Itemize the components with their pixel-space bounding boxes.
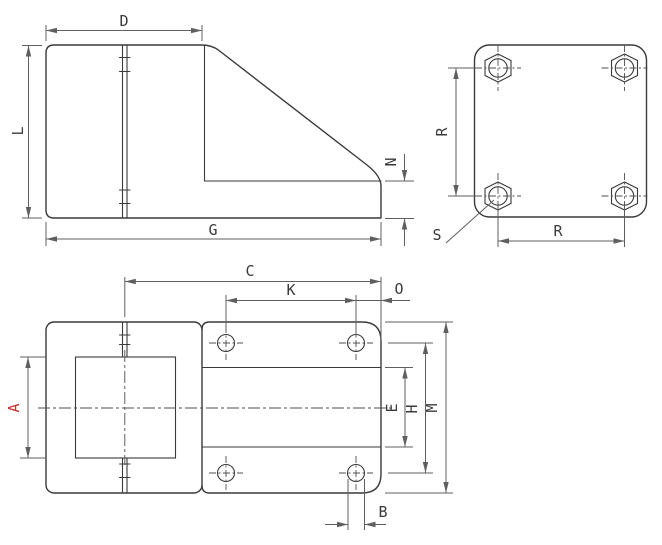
dim-label-O: O bbox=[394, 280, 403, 298]
dim-g-extension-lines bbox=[45, 222, 382, 246]
hole-bottom-left bbox=[209, 456, 243, 490]
dim-r-vertical-extension-lines bbox=[448, 67, 477, 197]
dim-label-B: B bbox=[378, 503, 387, 521]
dim-label-E: E bbox=[383, 403, 401, 412]
top-view: R R S bbox=[432, 44, 648, 247]
hex-bolt-top-right bbox=[601, 45, 648, 91]
dim-b-extension-lines bbox=[347, 479, 365, 530]
plan-view-slot-ticks bbox=[118, 334, 131, 479]
dim-l-extension-lines bbox=[22, 45, 42, 219]
hole-top-left bbox=[209, 326, 243, 360]
dim-m-extension-lines bbox=[385, 321, 453, 494]
dim-label-M: M bbox=[423, 403, 441, 412]
dim-a-extension-lines bbox=[20, 356, 46, 459]
hole-bottom-right bbox=[339, 456, 373, 490]
dim-label-R-horizontal: R bbox=[553, 222, 563, 240]
dim-e-extension-lines bbox=[385, 367, 413, 448]
side-view-outline bbox=[45, 44, 382, 219]
plan-view-base-plate-outline bbox=[201, 321, 382, 494]
plan-view-inner-boss bbox=[74, 356, 177, 459]
dim-label-N: N bbox=[382, 157, 400, 166]
callout-s-leader-line bbox=[445, 199, 495, 244]
dim-n-extension-lines bbox=[385, 180, 414, 219]
dim-label-S: S bbox=[432, 226, 441, 244]
dim-label-K: K bbox=[286, 281, 295, 299]
dim-label-A: A bbox=[5, 403, 23, 412]
dim-label-G: G bbox=[208, 221, 217, 239]
plan-view: C K O A E H M B bbox=[5, 262, 453, 530]
dim-k-extension-lines bbox=[225, 295, 357, 337]
side-view-slot-ticks bbox=[118, 56, 131, 205]
dim-label-L: L bbox=[9, 126, 27, 135]
plan-view-block-outline bbox=[45, 321, 203, 494]
plan-view-slot-lines bbox=[121, 321, 128, 494]
hex-bolt-top-left bbox=[475, 45, 521, 91]
dim-label-R-vertical: R bbox=[433, 127, 451, 137]
top-view-plate-outline bbox=[473, 44, 648, 218]
dim-label-D: D bbox=[119, 12, 128, 30]
dim-label-C: C bbox=[245, 262, 254, 280]
side-view: D L G N bbox=[9, 12, 414, 246]
plan-view-web-edges bbox=[201, 366, 382, 448]
dim-label-H: H bbox=[403, 404, 421, 413]
dim-c-extension-lines bbox=[124, 277, 382, 341]
